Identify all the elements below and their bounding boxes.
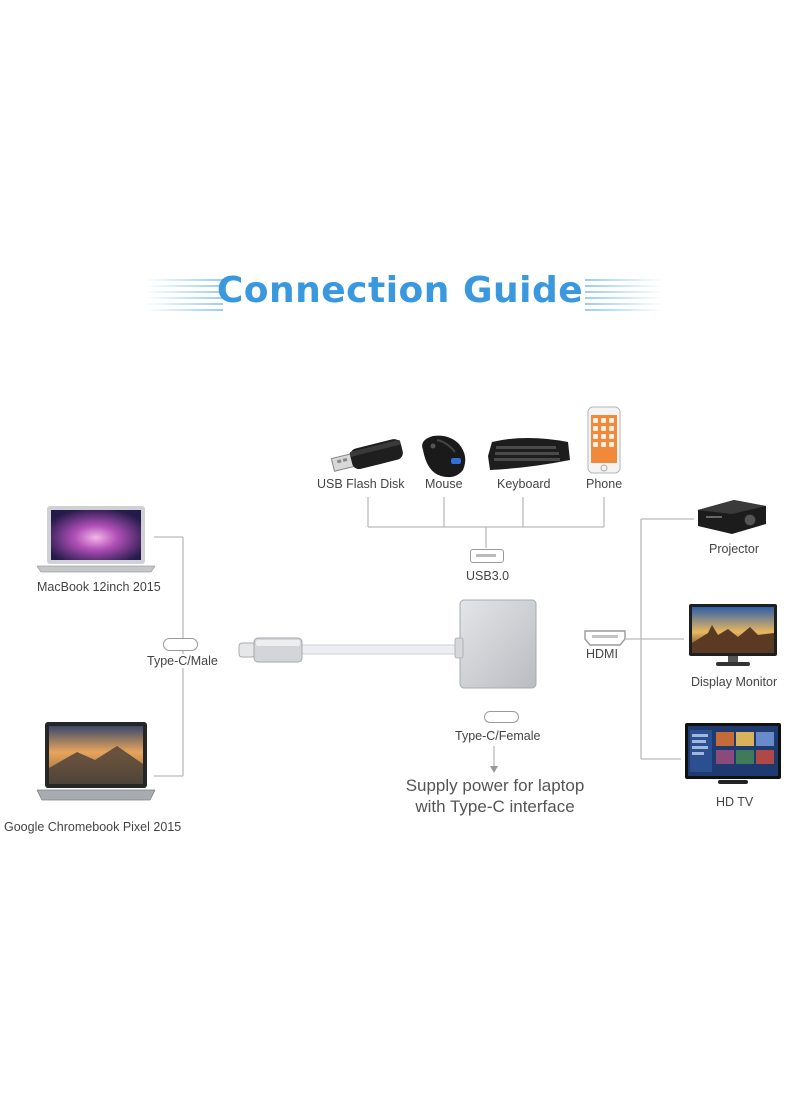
title-decoration-right <box>585 279 663 313</box>
typec-female-port-icon <box>484 711 519 723</box>
hdmi-label: HDMI <box>586 647 618 661</box>
usb-port-tongue <box>476 554 496 557</box>
keyboard-icon <box>488 438 570 470</box>
supply-note-line-1: Supply power for laptop <box>405 776 585 795</box>
hd-tv-label: HD TV <box>716 795 754 809</box>
display-monitor-label: Display Monitor <box>691 675 778 689</box>
keyboard-label: Keyboard <box>497 477 551 491</box>
usb-port-label: USB3.0 <box>466 569 510 583</box>
projector-icon <box>698 500 766 534</box>
supply-note-line-2: with Type-C interface <box>415 797 575 816</box>
typec-female-label: Type-C/Female <box>455 729 541 743</box>
tv-icon <box>685 723 781 784</box>
typec-male-port-icon <box>163 638 198 651</box>
mouse-label: Mouse <box>425 477 463 491</box>
projector-label: Projector <box>709 542 760 556</box>
laptop-icon <box>37 722 155 801</box>
usb-flash-disk-label: USB Flash Disk <box>317 477 405 491</box>
macbook-label: MacBook 12inch 2015 <box>37 580 161 594</box>
chromebook-label: Google Chromebook Pixel 2015 <box>4 820 182 834</box>
laptop-icon <box>37 506 155 573</box>
adapter-icon <box>454 599 537 689</box>
phone-label: Phone <box>586 477 623 491</box>
phone-icon <box>587 406 621 474</box>
supply-note: Supply power for laptop with Type-C inte… <box>390 775 600 817</box>
hdmi-port-icon <box>584 630 626 646</box>
typec-male-label: Type-C/Male <box>147 654 218 668</box>
monitor-icon <box>689 604 777 666</box>
mouse-icon <box>422 435 466 478</box>
typec-plug-icon <box>238 637 303 663</box>
title-decoration-left <box>145 279 223 313</box>
usb-flash-icon <box>330 439 403 472</box>
page-title: Connection Guide <box>216 270 584 311</box>
